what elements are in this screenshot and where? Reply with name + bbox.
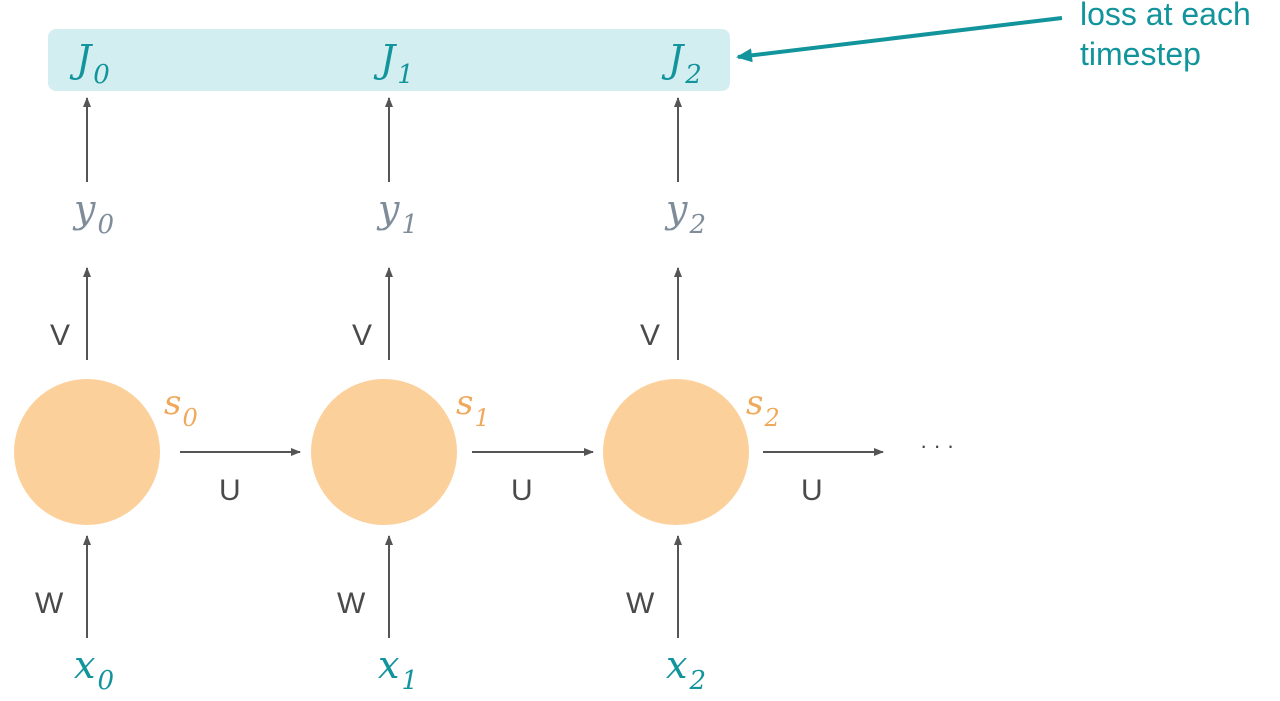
loss-annotation: loss at each timestep [1080,0,1251,74]
loss-label-0-subscript: 0 [93,60,110,90]
loss-label-2-subscript: 2 [684,60,702,90]
ellipsis: · · · [920,433,954,458]
input-label-0: x0 [74,643,114,696]
state-label-1-symbol: s [456,383,473,423]
input-label-2-subscript: 2 [688,666,706,696]
weight-w-label-2: W [626,587,655,620]
state-label-1-subscript: 1 [474,404,489,432]
weight-u-label-1: U [511,474,533,507]
input-label-1-symbol: x [378,643,399,687]
output-label-1: y1 [376,187,418,240]
loss-box [48,29,730,91]
state-label-0-subscript: 0 [182,404,197,432]
loss-label-1-subscript: 1 [397,60,414,90]
weight-w-label-0: W [35,587,64,620]
input-label-2-symbol: x [666,643,687,687]
annotation-line-1: loss at each [1080,0,1251,32]
output-label-0-subscript: 0 [97,210,114,240]
state-node-2 [603,379,749,525]
output-label-1-symbol: y [376,187,400,231]
state-label-2: s2 [746,383,780,432]
weight-v-label-0: V [50,319,70,352]
output-label-2-subscript: 2 [688,210,706,240]
weight-w-label-1: W [337,587,366,620]
state-label-2-symbol: s [746,383,763,423]
state-node-0 [14,379,160,525]
state-label-0-symbol: s [164,383,181,423]
weight-u-label-2: U [801,474,823,507]
state-label-1: s1 [456,383,490,432]
weight-v-label-2: V [640,319,660,352]
output-label-1-subscript: 1 [401,210,418,240]
output-label-0-symbol: y [72,187,96,231]
input-label-1-subscript: 1 [401,666,418,696]
output-label-2: y2 [664,187,706,240]
input-label-2: x2 [666,643,706,696]
annotation-line-2: timestep [1080,36,1201,72]
input-label-0-symbol: x [74,643,95,687]
annotation-arrow [736,16,1063,63]
state-label-0: s0 [164,383,198,432]
input-label-1: x1 [378,643,418,696]
weight-u-label-0: U [219,474,241,507]
state-label-2-subscript: 2 [763,404,779,432]
output-label-0: y0 [72,187,114,240]
output-label-2-symbol: y [664,187,688,231]
weight-v-label-1: V [352,319,372,352]
input-label-0-subscript: 0 [97,666,114,696]
state-node-1 [311,379,457,525]
